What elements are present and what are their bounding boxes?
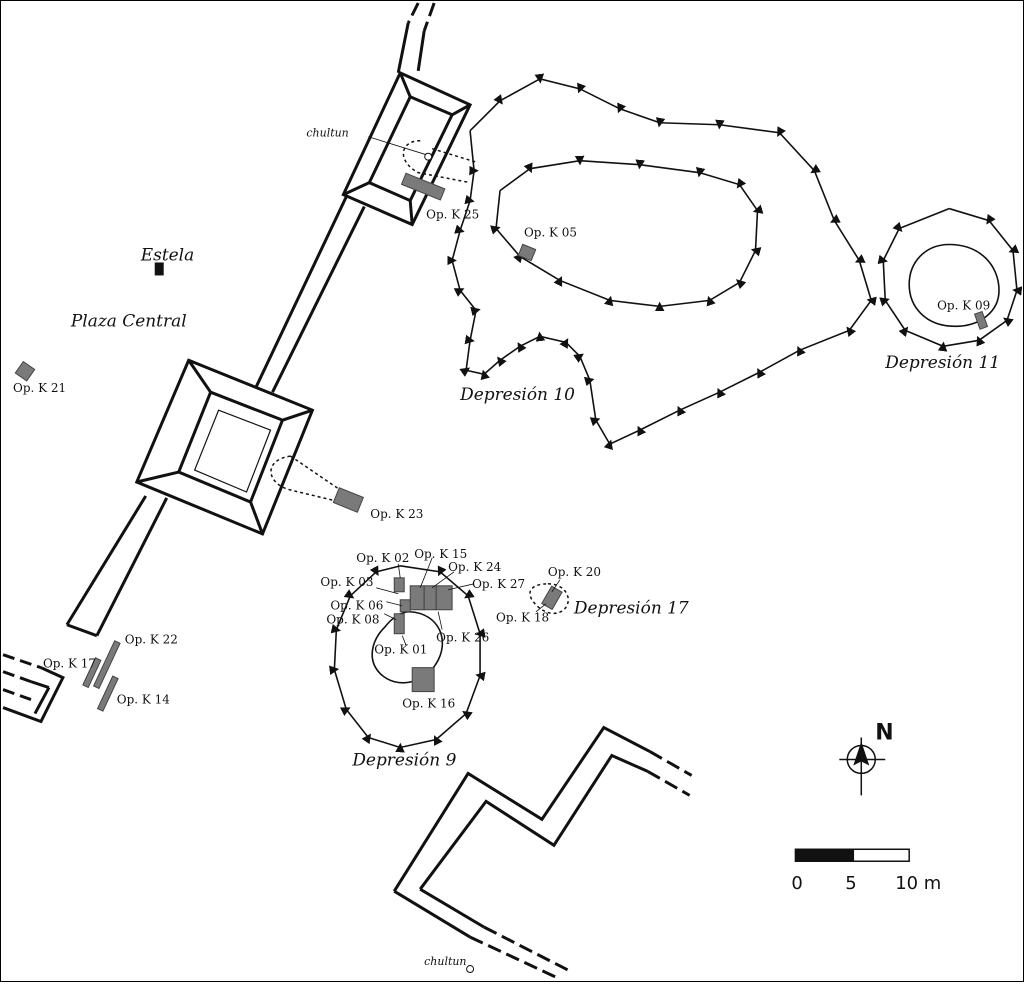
tunnel-k23	[270, 455, 341, 503]
stela-marker	[154, 262, 164, 276]
op-k21-label: Op. K 21	[13, 381, 66, 395]
unit-k21	[14, 360, 36, 382]
unit-k08	[393, 613, 405, 635]
depresion-10-inner	[490, 155, 764, 312]
depresion-10-outer	[447, 73, 877, 451]
op-k05-label: Op. K 05	[524, 226, 577, 240]
op-k20-label: Op. K 20	[548, 565, 601, 579]
unit-k23	[332, 487, 365, 513]
unit-k18	[541, 585, 563, 611]
scale-0: 0	[791, 873, 802, 894]
unit-k02	[393, 577, 405, 593]
upper-structure	[341, 70, 473, 227]
zigzag-wall	[392, 725, 693, 981]
unit-k05	[517, 243, 537, 262]
excavation-units	[14, 172, 989, 712]
depresion-9-label: Depresión 9	[351, 749, 456, 769]
north-arrow-icon: N	[839, 720, 894, 796]
unit-k09	[973, 310, 989, 330]
op-k22-label: Op. K 22	[125, 633, 178, 647]
op-k06-label: Op. K 06	[330, 599, 383, 613]
depresion-10-label: Depresión 10	[459, 384, 575, 404]
lower-structure	[134, 358, 315, 536]
op-k08-label: Op. K 08	[326, 613, 379, 627]
op-k09-label: Op. K 09	[937, 298, 990, 312]
north-label: N	[875, 720, 893, 745]
unit-k17	[82, 657, 102, 689]
estela-label: Estela	[140, 244, 194, 264]
depresion-9-outer	[329, 565, 486, 753]
unit-k06	[399, 599, 411, 613]
op-k25-label: Op. K 25	[426, 208, 479, 222]
leader-lines	[376, 557, 561, 646]
unit-k16	[411, 667, 435, 693]
depresion-11-label: Depresión 11	[884, 352, 1000, 372]
op-k03-label: Op. K 03	[320, 575, 373, 589]
chultun-top-icon	[424, 152, 433, 161]
chultun-top-label: chultun	[306, 127, 348, 140]
unit-k15	[409, 585, 425, 611]
op-k26-label: Op. K 26	[436, 631, 489, 645]
tunnel-k25	[402, 139, 471, 184]
tunnel-k23b	[290, 455, 341, 491]
depresion-11-outer	[877, 207, 1023, 352]
op-k14-label: Op. K 14	[117, 693, 170, 707]
op-k24-label: Op. K 24	[448, 560, 501, 574]
unit-k27	[435, 585, 453, 611]
scale-10: 10 m	[895, 873, 941, 894]
plaza-central-label: Plaza Central	[70, 310, 187, 330]
depresion-17-label: Depresión 17	[573, 598, 689, 618]
op-k01-label: Op. K 01	[374, 643, 427, 657]
scale-bar: 0 5 10 m	[791, 848, 941, 894]
op-k23-label: Op. K 23	[370, 507, 423, 521]
depresion-17	[529, 583, 569, 615]
unit-k25	[400, 172, 446, 201]
op-k15-label: Op. K 15	[414, 547, 467, 561]
unit-k22	[92, 640, 121, 690]
scale-5: 5	[845, 873, 856, 894]
depresion-9-inner	[371, 610, 444, 684]
chultun-bottom-icon	[466, 965, 475, 974]
chultun-bottom-label: chultun	[424, 955, 466, 968]
op-k17-label: Op. K 17	[43, 657, 96, 671]
depresion-11-inner	[908, 243, 1000, 328]
op-k18-label: Op. K 18	[496, 611, 549, 625]
op-k02-label: Op. K 02	[356, 551, 409, 565]
tunnel-k25b	[431, 147, 479, 164]
left-structure	[2, 653, 65, 724]
op-k16-label: Op. K 16	[402, 697, 455, 711]
unit-k14	[96, 675, 119, 712]
causeway	[65, 2, 436, 638]
op-k27-label: Op. K 27	[472, 577, 525, 591]
unit-k24	[423, 585, 437, 611]
